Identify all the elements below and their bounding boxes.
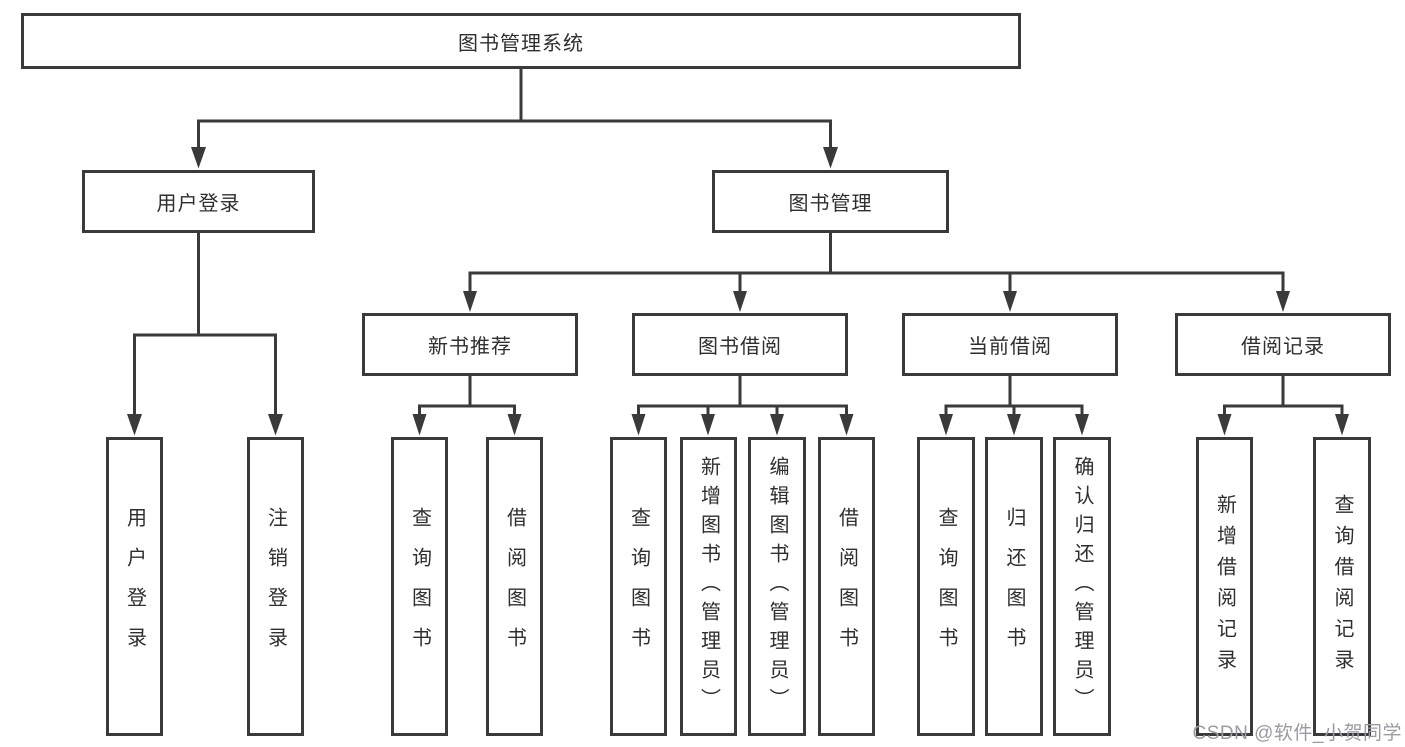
node-label: 新书推荐 xyxy=(428,336,512,358)
node-add-borrow-record: 新增借阅记录 xyxy=(1196,437,1253,736)
node-label: 当前借阅 xyxy=(968,336,1052,358)
edges-user-login-children xyxy=(127,233,283,436)
node-label: 查询图书 xyxy=(408,506,431,667)
node-book-management: 图书管理 xyxy=(712,170,949,233)
node-user-login-action: 用户登录 xyxy=(106,437,163,736)
node-confirm-return-admin: 确认归还（管理员） xyxy=(1053,437,1111,736)
node-label: 确认归还（管理员） xyxy=(1071,456,1093,717)
node-label: 借阅记录 xyxy=(1241,336,1325,358)
node-logout-action: 注销登录 xyxy=(247,437,304,736)
node-label: 查询图书 xyxy=(935,506,957,667)
node-label: 用户登录 xyxy=(123,506,146,667)
node-edit-books-admin: 编辑图书（管理员） xyxy=(748,437,806,736)
edges-root-to-level2 xyxy=(191,68,838,169)
node-return-books: 归还图书 xyxy=(985,437,1043,736)
node-library-system: 图书管理系统 xyxy=(21,13,1021,69)
node-label: 图书管理系统 xyxy=(458,32,584,55)
node-add-books-admin: 新增图书（管理员） xyxy=(680,437,737,736)
node-query-books-current: 查询图书 xyxy=(917,437,975,736)
node-user-login: 用户登录 xyxy=(82,170,315,233)
node-label: 用户登录 xyxy=(156,193,241,215)
node-label: 借阅图书 xyxy=(503,506,526,667)
node-label: 查询图书 xyxy=(627,506,650,667)
edges-book-mgmt-to-level3 xyxy=(463,233,1290,312)
node-borrow-books-action: 借阅图书 xyxy=(818,437,875,736)
node-label: 图书借阅 xyxy=(698,336,782,358)
node-label: 图书管理 xyxy=(788,193,873,215)
node-query-books-borrow: 查询图书 xyxy=(610,437,667,736)
node-borrow-books-rec: 借阅图书 xyxy=(486,437,543,736)
node-label: 新增图书（管理员） xyxy=(697,456,720,717)
csdn-watermark: CSDN @软件_小贺同学 xyxy=(1192,723,1402,744)
node-label: 借阅图书 xyxy=(835,506,858,667)
node-label: 新增借阅记录 xyxy=(1213,493,1236,680)
edges-book-borrow-children xyxy=(631,376,854,436)
node-label: 归还图书 xyxy=(1003,506,1025,667)
node-query-borrow-record: 查询借阅记录 xyxy=(1313,437,1371,736)
node-current-borrowing: 当前借阅 xyxy=(902,313,1118,376)
edges-new-book-rec-children xyxy=(412,376,522,436)
node-new-book-recommend: 新书推荐 xyxy=(362,313,578,376)
edges-borrow-record-children xyxy=(1217,376,1349,436)
edges-current-borrow-children xyxy=(939,376,1089,436)
node-book-borrowing: 图书借阅 xyxy=(632,313,848,376)
node-query-books-rec: 查询图书 xyxy=(391,437,448,736)
node-label: 注销登录 xyxy=(264,506,287,667)
node-label: 编辑图书（管理员） xyxy=(766,456,788,717)
node-borrow-records: 借阅记录 xyxy=(1175,313,1391,376)
node-label: 查询借阅记录 xyxy=(1331,493,1353,680)
